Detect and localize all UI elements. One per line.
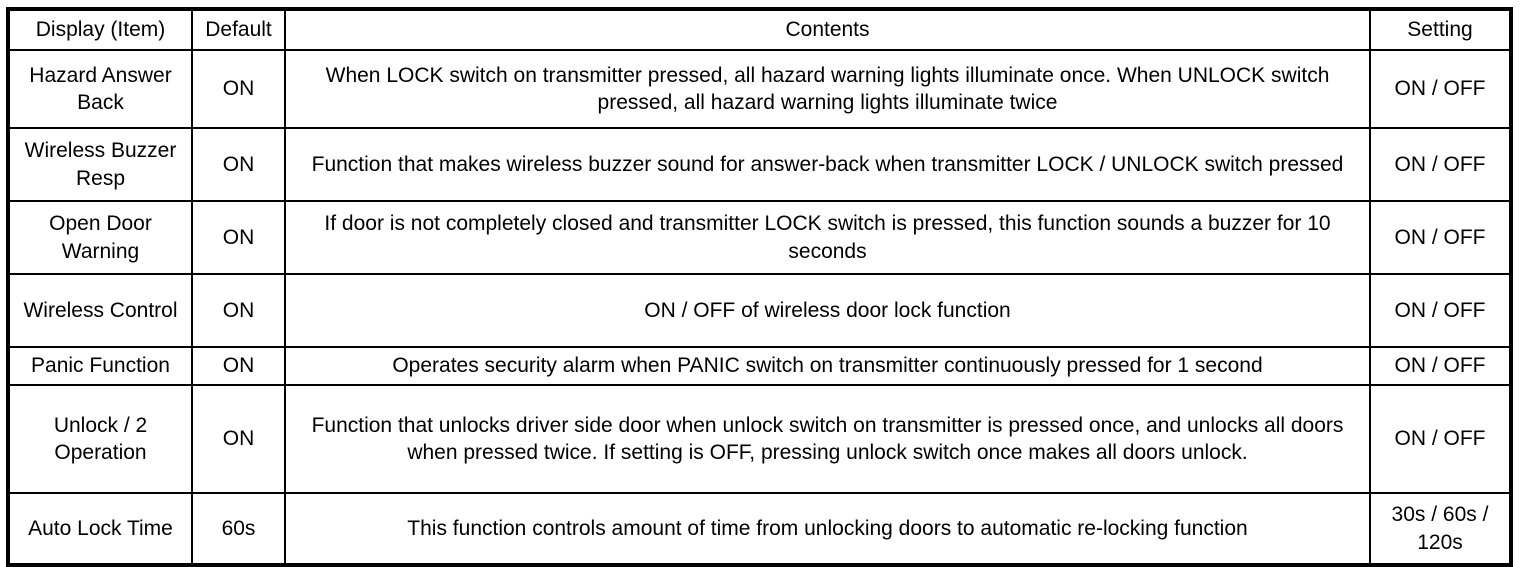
table-row: Wireless Buzzer Resp ON Function that ma… [7, 127, 1512, 202]
table-row: Open Door Warning ON If door is not comp… [7, 200, 1512, 275]
cell-display-item: Unlock / 2 Operation [7, 384, 193, 494]
cell-contents-description: Function that unlocks driver side door w… [284, 384, 1371, 494]
column-header-setting: Setting [1369, 8, 1512, 51]
cell-setting-options: ON / OFF [1369, 49, 1512, 129]
cell-setting-options: ON / OFF [1369, 200, 1512, 275]
cell-default-value: ON [191, 273, 286, 348]
cell-default-value: ON [191, 127, 286, 202]
cell-default-value: 60s [191, 492, 286, 566]
cell-setting-options: ON / OFF [1369, 384, 1512, 494]
cell-contents-description: If door is not completely closed and tra… [284, 200, 1371, 275]
table-header-row: Display (Item) Default Contents Setting [7, 8, 1512, 51]
table-header: Display (Item) Default Contents Setting [7, 8, 1512, 51]
cell-display-item: Wireless Buzzer Resp [7, 127, 193, 202]
cell-setting-options: ON / OFF [1369, 273, 1512, 348]
cell-default-value: ON [191, 200, 286, 275]
cell-setting-options: 30s / 60s / 120s [1369, 492, 1512, 566]
table-row: Panic Function ON Operates security alar… [7, 346, 1512, 386]
cell-contents-description: This function controls amount of time fr… [284, 492, 1371, 566]
table-row: Hazard Answer Back ON When LOCK switch o… [7, 49, 1512, 129]
column-header-default: Default [191, 8, 286, 51]
cell-setting-options: ON / OFF [1369, 346, 1512, 386]
cell-default-value: ON [191, 384, 286, 494]
cell-contents-description: When LOCK switch on transmitter pressed,… [284, 49, 1371, 129]
cell-display-item: Wireless Control [7, 273, 193, 348]
cell-display-item: Panic Function [7, 346, 193, 386]
cell-contents-description: ON / OFF of wireless door lock function [284, 273, 1371, 348]
column-header-contents: Contents [284, 8, 1371, 51]
table-row: Unlock / 2 Operation ON Function that un… [7, 384, 1512, 494]
cell-default-value: ON [191, 346, 286, 386]
cell-contents-description: Operates security alarm when PANIC switc… [284, 346, 1371, 386]
table-body: Hazard Answer Back ON When LOCK switch o… [7, 49, 1512, 566]
cell-contents-description: Function that makes wireless buzzer soun… [284, 127, 1371, 202]
cell-display-item: Open Door Warning [7, 200, 193, 275]
cell-default-value: ON [191, 49, 286, 129]
table-row: Wireless Control ON ON / OFF of wireless… [7, 273, 1512, 348]
cell-display-item: Hazard Answer Back [7, 49, 193, 129]
settings-specification-table: Display (Item) Default Contents Setting … [6, 7, 1513, 567]
cell-setting-options: ON / OFF [1369, 127, 1512, 202]
cell-display-item: Auto Lock Time [7, 492, 193, 566]
column-header-display: Display (Item) [7, 8, 193, 51]
table-row: Auto Lock Time 60s This function control… [7, 492, 1512, 566]
